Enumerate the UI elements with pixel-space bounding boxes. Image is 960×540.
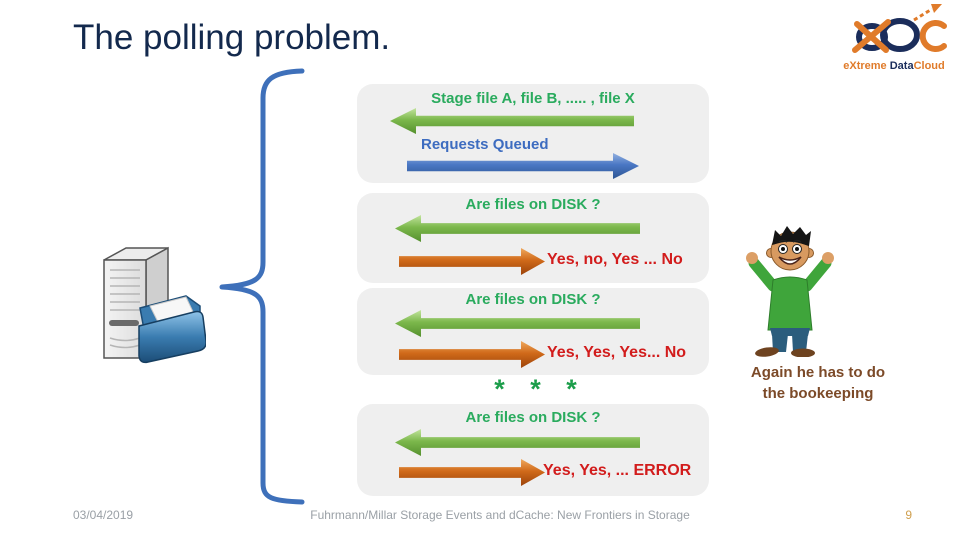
ellipsis-separator: * * * [494, 374, 586, 404]
brand-text: eXtreme DataCloud [838, 60, 950, 72]
disk-query-label: Are files on DISK ? [465, 291, 601, 308]
brand-extreme: eXtreme [843, 60, 887, 72]
message-box-3: Are files on DISK ? Yes, Yes, Yes... No [357, 288, 709, 375]
disk-answer-arrow-icon [399, 248, 545, 275]
page-title: The polling problem. [73, 18, 391, 57]
requests-queued-arrow-icon [407, 153, 639, 179]
disk-answer-arrow-icon [399, 341, 545, 368]
cheering-person-icon [746, 226, 834, 357]
footer-credit: Fuhrmann/Millar Storage Events and dCach… [310, 508, 690, 522]
disk-query-arrow-icon [395, 215, 640, 242]
brand-data: Data [889, 60, 914, 72]
xdc-cloud-icon [852, 4, 947, 53]
disk-answer-label: Yes, Yes, Yes... No [547, 344, 687, 361]
footer-date: 03/04/2019 [73, 508, 134, 522]
message-box-1: Stage file A, file B, ..... , file X Req… [357, 84, 709, 183]
requests-queued-label: Requests Queued [421, 136, 549, 153]
stage-request-arrow-icon [390, 108, 634, 134]
message-box-4: Are files on DISK ? Yes, Yes, ... ERROR [357, 404, 709, 496]
disk-answer-label: Yes, no, Yes ... No [547, 251, 683, 268]
brand-cloud: Cloud [913, 60, 945, 72]
disk-answer-label: Yes, Yes, ... ERROR [543, 462, 692, 479]
disk-query-arrow-icon [395, 310, 640, 337]
disk-query-label: Are files on DISK ? [465, 196, 601, 213]
message-box-2: Are files on DISK ? Yes, no, Yes ... No [357, 193, 709, 283]
page-number: 9 [905, 508, 912, 522]
stage-request-label: Stage file A, file B, ..... , file X [431, 90, 635, 107]
bookkeeping-caption: Again he has to do the bookeeping [750, 364, 886, 402]
folder-icon [138, 295, 206, 364]
xdc-logo: eXtreme DataCloud [838, 4, 950, 72]
curly-brace-icon [205, 60, 315, 515]
disk-answer-arrow-icon [399, 459, 545, 486]
disk-query-arrow-icon [395, 429, 640, 456]
server-icon [103, 246, 206, 364]
disk-query-label: Are files on DISK ? [465, 409, 601, 426]
